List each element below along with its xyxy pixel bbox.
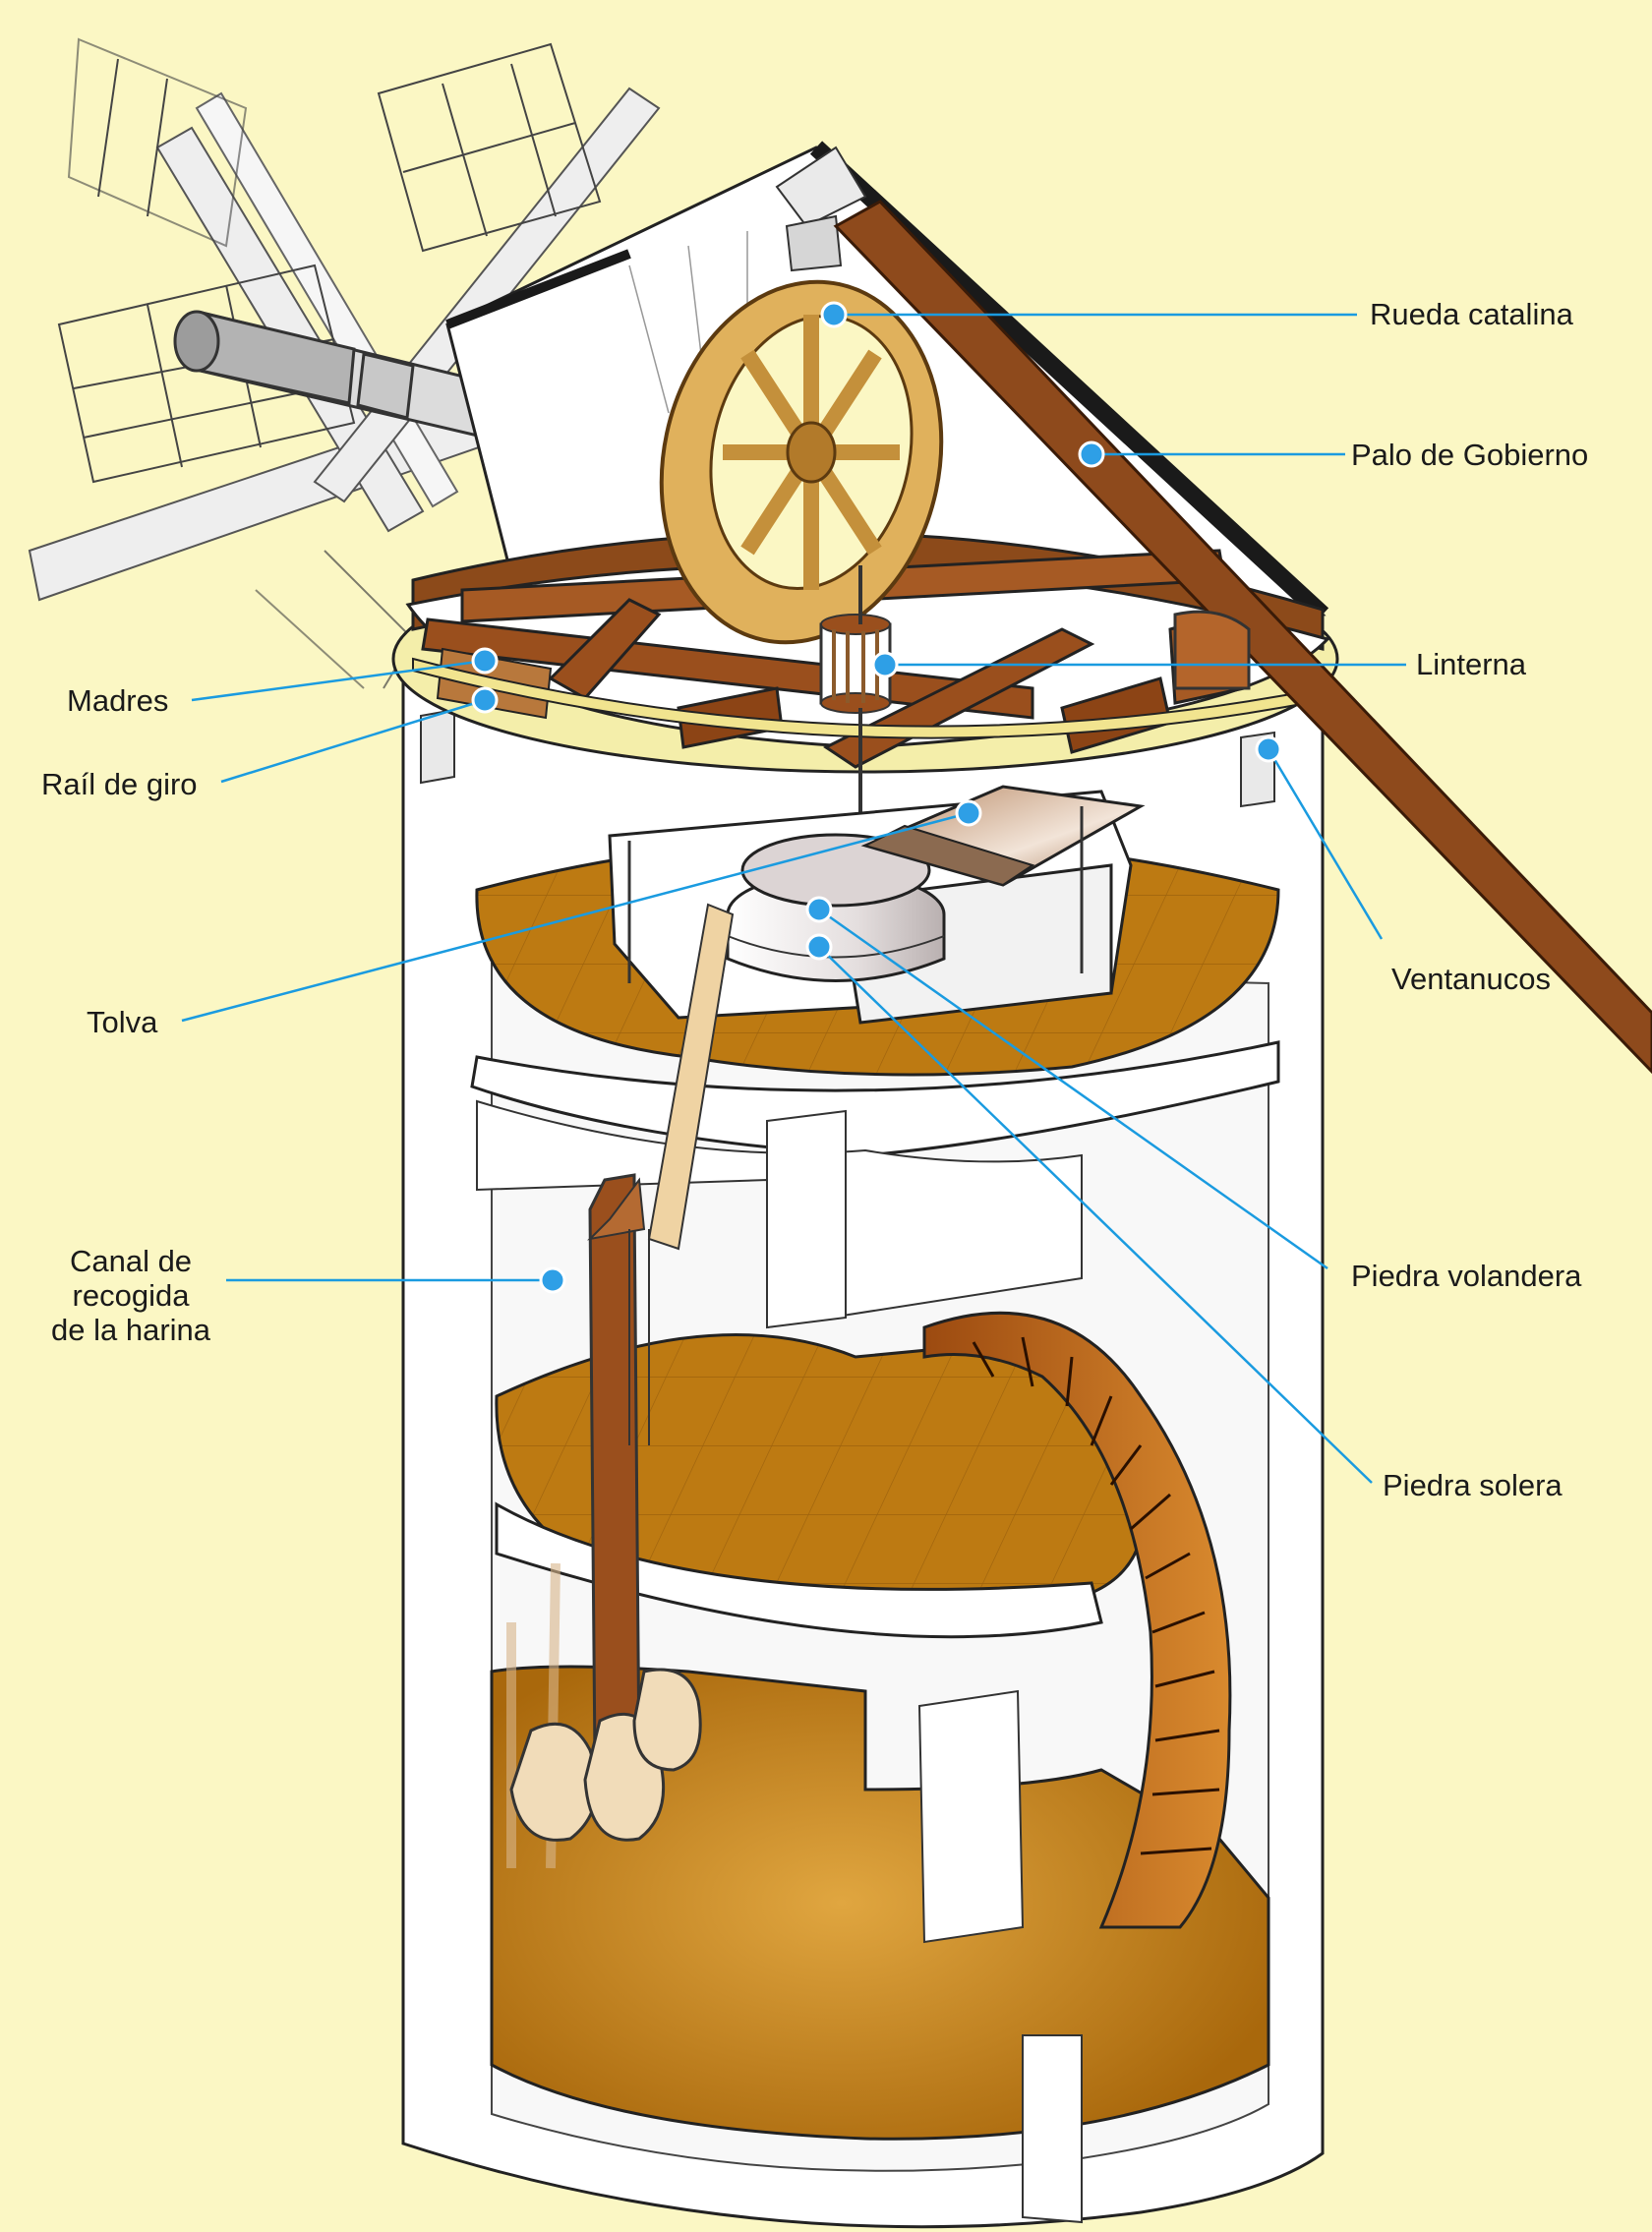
label-canal: Canal de recogida de la harina bbox=[51, 1244, 211, 1347]
flour-sacks bbox=[509, 1668, 702, 1842]
pin-rueda-catalina bbox=[820, 301, 848, 328]
pin-palo-de-gobierno bbox=[1078, 441, 1105, 468]
callout-pins bbox=[471, 301, 1282, 1294]
label-rueda-catalina: Rueda catalina bbox=[1370, 297, 1573, 331]
rueda-catalina-wheel bbox=[659, 279, 944, 645]
label-palo-de-gobierno: Palo de Gobierno bbox=[1351, 438, 1589, 472]
label-madres: Madres bbox=[67, 683, 169, 718]
third-floor bbox=[495, 1333, 1147, 1639]
upper-floor-void bbox=[476, 1099, 1083, 1329]
pin-madres bbox=[471, 647, 499, 675]
label-piedra-solera: Piedra solera bbox=[1383, 1468, 1563, 1502]
label-tolva: Tolva bbox=[87, 1005, 158, 1039]
pin-tolva bbox=[955, 799, 982, 827]
spiral-staircase bbox=[922, 1311, 1232, 1929]
pin-canal bbox=[539, 1266, 566, 1294]
pin-piedra-solera bbox=[805, 933, 833, 961]
label-ventanucos: Ventanucos bbox=[1391, 962, 1552, 996]
label-linterna: Linterna bbox=[1416, 647, 1527, 681]
brake-block bbox=[1173, 610, 1251, 690]
pin-ventanucos bbox=[1255, 735, 1282, 763]
label-piedra-volandera: Piedra volandera bbox=[1351, 1259, 1582, 1293]
flour-chute bbox=[506, 903, 735, 1869]
pin-linterna bbox=[871, 651, 899, 678]
pin-rail-de-giro bbox=[471, 686, 499, 714]
milling-floor bbox=[470, 785, 1280, 1157]
leader-lines bbox=[181, 313, 1406, 1484]
pin-piedra-volandera bbox=[805, 896, 833, 923]
label-rail-de-giro: Raíl de giro bbox=[41, 767, 198, 801]
